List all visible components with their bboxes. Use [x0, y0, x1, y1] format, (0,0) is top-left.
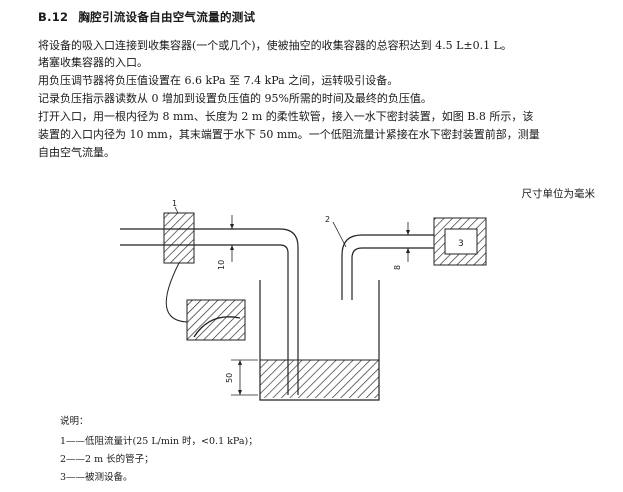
- legend-item: 1——低阻流量计(25 L/min 时，<0.1 kPa)；: [60, 436, 258, 447]
- legend-item: 2——2 m 长的管子；: [60, 454, 154, 465]
- device-under-test: [433, 217, 487, 266]
- section-number: B.12: [38, 10, 69, 24]
- dimension-label-8: 8: [393, 265, 402, 270]
- callout-1: 1: [172, 199, 179, 214]
- section-heading: B.12 胸腔引流设备自由空气流量的测试: [38, 9, 255, 25]
- callout-2: 2: [325, 215, 347, 248]
- inlet-tube: [120, 228, 299, 395]
- hose-2m: [341, 234, 434, 300]
- dimension-8: 8: [393, 222, 410, 270]
- flowmeter: [163, 212, 195, 264]
- dimension-10: 10: [217, 215, 234, 270]
- paragraph-line: 记录负压指示器读数从 0 增加到设置负压值的 95%所需的时间及最终的负压值。: [38, 92, 432, 105]
- paragraph-line: 用负压调节器将负压值设置在 6.6 kPa 至 7.4 kPa 之间，运转吸引设…: [38, 74, 399, 87]
- legend-title: 说明：: [60, 416, 89, 427]
- section-title: 胸腔引流设备自由空气流量的测试: [78, 10, 256, 24]
- callout-label-3: 3: [458, 239, 464, 249]
- dimension-label-10: 10: [217, 260, 226, 270]
- callout-label-1: 1: [172, 199, 177, 208]
- paragraph-line: 装置的入口内径为 10 mm，其末端置于水下 50 mm。一个低阻流量计紧接在水…: [38, 128, 540, 141]
- water-seal-container: [259, 280, 380, 401]
- dimension-50: 50: [225, 359, 258, 396]
- paragraph-line: 堵塞收集容器的入口。: [38, 56, 148, 69]
- legend-item: 3——被测设备。: [60, 472, 133, 483]
- unit-note: 尺寸单位为毫米: [521, 188, 596, 200]
- paragraph-line: 自由空气流量。: [38, 146, 115, 159]
- paragraph-line: 将设备的吸入口连接到收集容器(一个或几个)，使被抽空的收集容器的总容积达到 4.…: [38, 39, 512, 52]
- callout-label-2: 2: [325, 215, 330, 224]
- pressure-gauge: [165, 262, 246, 341]
- dimension-label-50: 50: [225, 373, 234, 383]
- paragraph-line: 打开入口，用一根内径为 8 mm、长度为 2 m 的柔性软管，接入一水下密封装置…: [38, 110, 534, 123]
